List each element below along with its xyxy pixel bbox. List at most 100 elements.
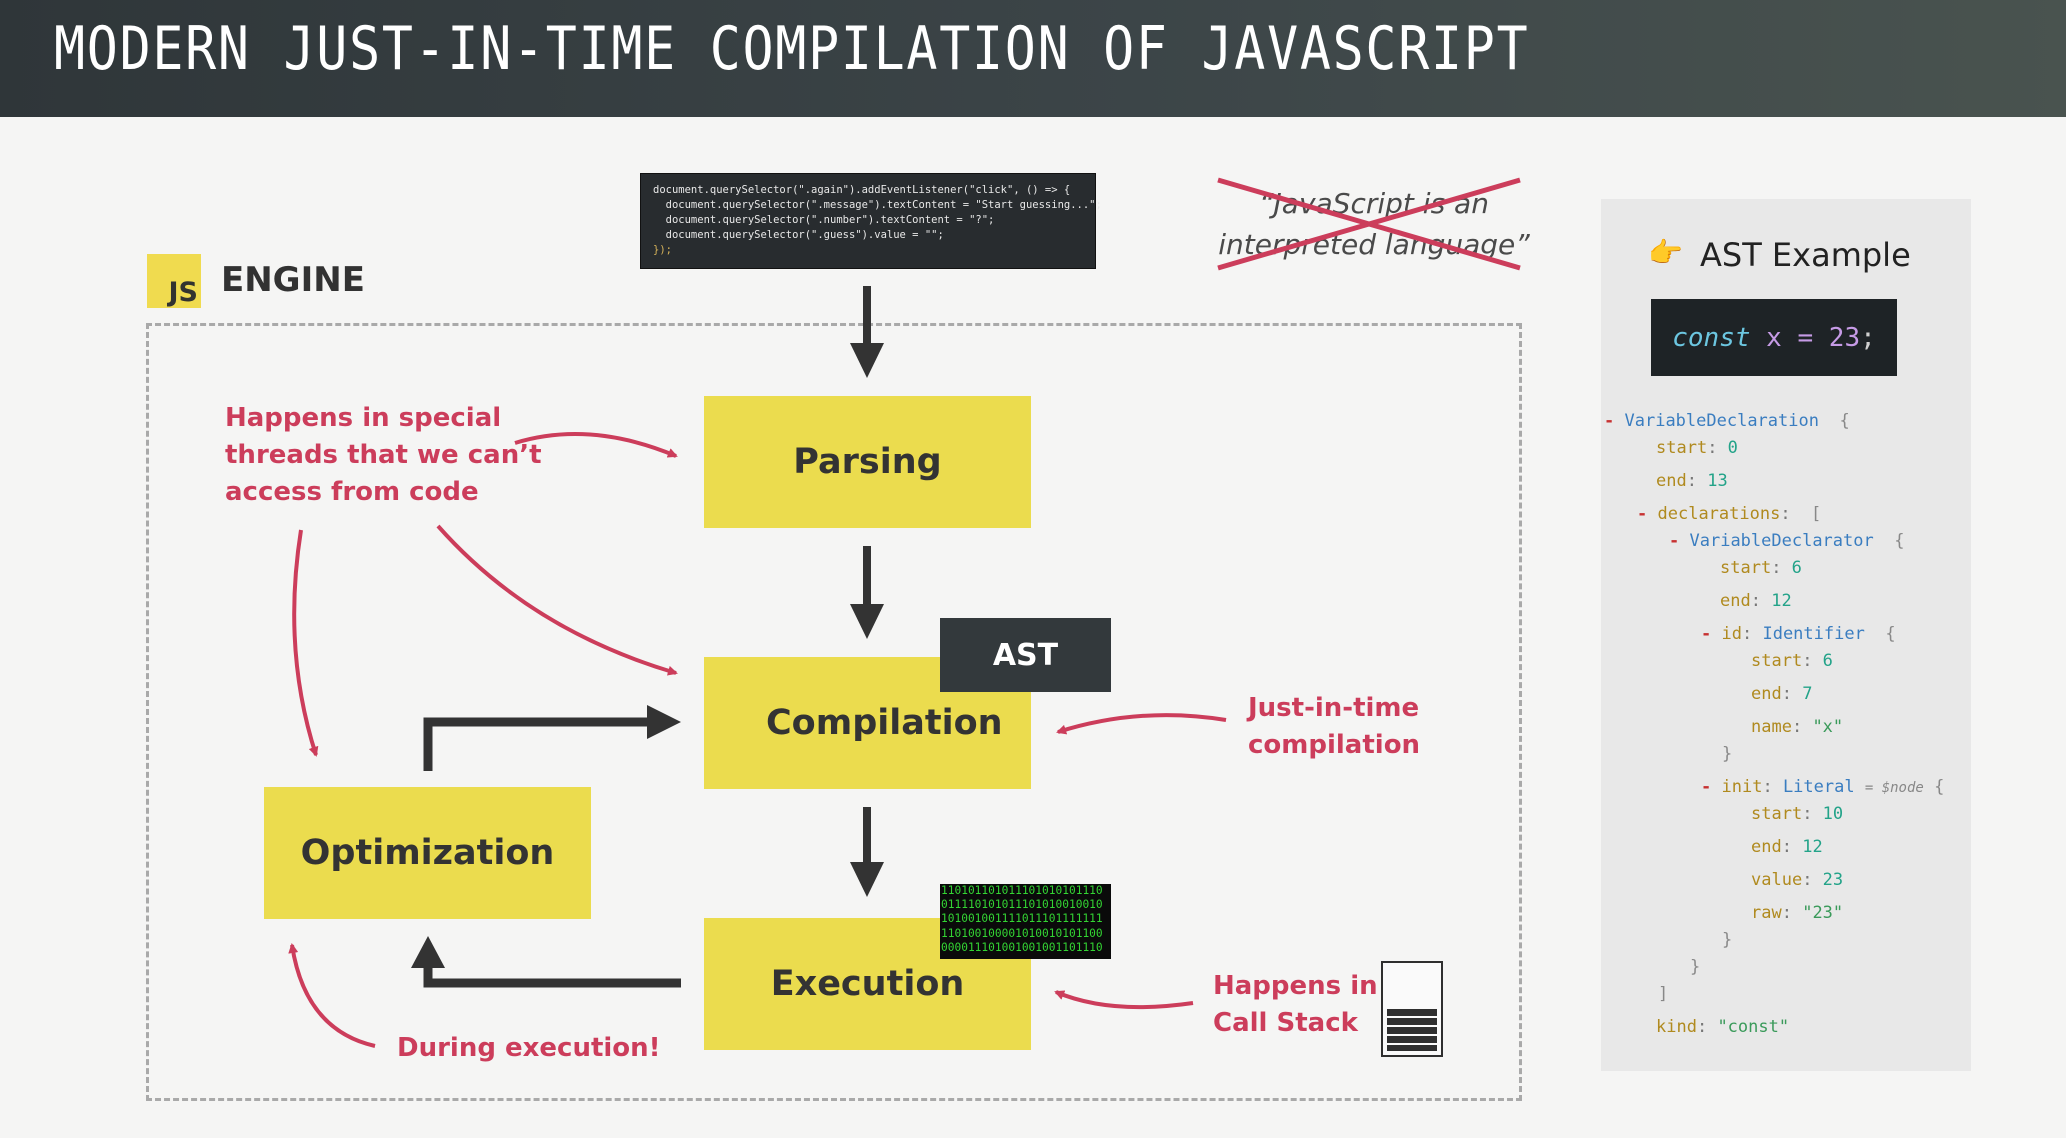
tree-key: end [1751, 837, 1782, 857]
tree-root: - VariableDeclaration { [1604, 411, 1850, 431]
tree-key: start [1720, 558, 1772, 578]
code-line: document.querySelector(".message").textC… [653, 199, 1102, 211]
tree-node: - VariableDeclarator { [1669, 531, 1905, 551]
note-line: access from code [225, 477, 479, 507]
tree-key: value [1751, 870, 1803, 890]
tree-value: 23 [1822, 870, 1844, 890]
tree-prop: start: 6 [1751, 651, 1833, 671]
tree-value: "const" [1717, 1017, 1790, 1037]
note-arrow-to-optimization [292, 529, 319, 757]
tree-prop: end: 12 [1751, 837, 1823, 857]
code-line: document.querySelector(".number").textCo… [653, 214, 995, 226]
optimization-box: Optimization [264, 787, 591, 919]
note-line: threads that we can’t [225, 440, 542, 470]
engine-label: ENGINE [221, 260, 365, 300]
note-line: Call Stack [1213, 1008, 1358, 1038]
flow-arrow-code-to-parsing [850, 286, 884, 378]
tree-key: name [1751, 717, 1792, 737]
tree-prop: end: 7 [1751, 684, 1813, 704]
tree-value: 10 [1822, 804, 1844, 824]
note-arrow-jit [1056, 713, 1227, 735]
engine-boundary [146, 323, 1522, 1101]
note-arrow-call-stack [1054, 990, 1194, 1010]
tree-prop: start: 0 [1656, 438, 1738, 458]
binary-line: 101001001111011101111111 [941, 912, 1103, 926]
tree-close: } [1722, 930, 1733, 950]
tree-key: end [1656, 471, 1687, 491]
tree-key: end [1751, 684, 1782, 704]
tree-prop: value: 23 [1751, 870, 1844, 890]
tree-key: raw [1751, 903, 1782, 923]
tree-value: 6 [1822, 651, 1833, 671]
tree-prop: kind: "const" [1656, 1017, 1790, 1037]
note-line: Happens in special [225, 403, 502, 433]
tree-key: start [1751, 804, 1803, 824]
tree-type: Literal [1782, 777, 1855, 797]
tree-prop: end: 13 [1656, 471, 1728, 491]
note-call-stack: Happens in Call Stack [1213, 968, 1378, 1042]
tree-prop: end: 12 [1720, 591, 1792, 611]
flow-arrow-compilation-to-execution [850, 807, 884, 897]
code-keyword: const [1672, 322, 1751, 353]
tree-key: declarations [1657, 504, 1781, 524]
flow-arrow-optimization-to-compilation [423, 705, 681, 771]
tree-prop: - declarations: [ [1637, 504, 1822, 524]
tree-value: 13 [1707, 471, 1728, 491]
note-line: Just-in-time [1248, 693, 1420, 723]
tree-value: 0 [1727, 438, 1738, 458]
call-stack-frames [1387, 1009, 1437, 1051]
tree-key: end [1720, 591, 1751, 611]
code-number: 23 [1828, 322, 1861, 353]
slide-header: MODERN JUST-IN-TIME COMPILATION OF JAVAS… [0, 0, 2066, 117]
tree-value: 7 [1802, 684, 1813, 704]
tree-key: kind [1656, 1017, 1697, 1037]
js-logo-icon: JS [147, 254, 201, 308]
note-line: compilation [1248, 730, 1421, 760]
code-identifier: x [1766, 322, 1782, 353]
js-logo-text: JS [168, 277, 199, 308]
code-semicolon: ; [1860, 322, 1876, 353]
code-line: document.querySelector(".guess").value =… [653, 229, 944, 241]
note-special-threads: Happens in special threads that we can’t… [225, 400, 542, 511]
tree-node: - id: Identifier { [1701, 624, 1896, 644]
ast-source-code: const x = 23; [1651, 299, 1897, 376]
note-during-execution: During execution! [397, 1033, 661, 1063]
slide-title: MODERN JUST-IN-TIME COMPILATION OF JAVAS… [54, 14, 1530, 84]
myth-crossout [1217, 177, 1521, 271]
tree-type: Identifier [1762, 624, 1865, 644]
tree-key: start [1656, 438, 1708, 458]
tree-value: "23" [1802, 903, 1844, 923]
tree-value: 6 [1791, 558, 1802, 578]
tree-key: id [1721, 624, 1742, 644]
tree-type: VariableDeclaration [1624, 411, 1819, 431]
note-arrow-to-parsing [514, 432, 678, 458]
machine-code: 110101101011101010101110 011110101011101… [940, 884, 1111, 959]
tree-type: VariableDeclarator [1689, 531, 1874, 551]
code-operator: = [1797, 322, 1814, 353]
tree-value: 12 [1771, 591, 1792, 611]
tree-prop: start: 6 [1720, 558, 1802, 578]
call-stack-icon [1381, 961, 1443, 1057]
note-line: Happens in [1213, 971, 1378, 1001]
tree-note: = $node [1864, 780, 1924, 796]
binary-line: 110101101011101010101110 [941, 884, 1103, 897]
flow-arrow-parsing-to-compilation [850, 546, 884, 639]
tree-value: "x" [1812, 717, 1844, 737]
note-arrow-to-compilation [436, 524, 678, 676]
tree-prop: start: 10 [1751, 804, 1844, 824]
binary-line: 011110101011101010010010 [941, 898, 1103, 912]
tree-close: } [1690, 957, 1701, 977]
tree-key: init [1721, 777, 1763, 797]
tree-node: - init: Literal = $node { [1701, 777, 1945, 797]
tree-close: } [1722, 744, 1733, 764]
flow-arrow-execution-to-optimization [411, 936, 681, 988]
tree-key: start [1751, 651, 1803, 671]
ast-tag: AST [940, 618, 1111, 692]
code-snippet: document.querySelector(".again").addEven… [640, 173, 1102, 269]
ast-example-title: AST Example [1700, 236, 1911, 274]
code-line: }); [653, 244, 672, 256]
parsing-box: Parsing [704, 396, 1031, 528]
note-jit: Just-in-time compilation [1248, 690, 1420, 764]
tree-prop: raw: "23" [1751, 903, 1844, 923]
